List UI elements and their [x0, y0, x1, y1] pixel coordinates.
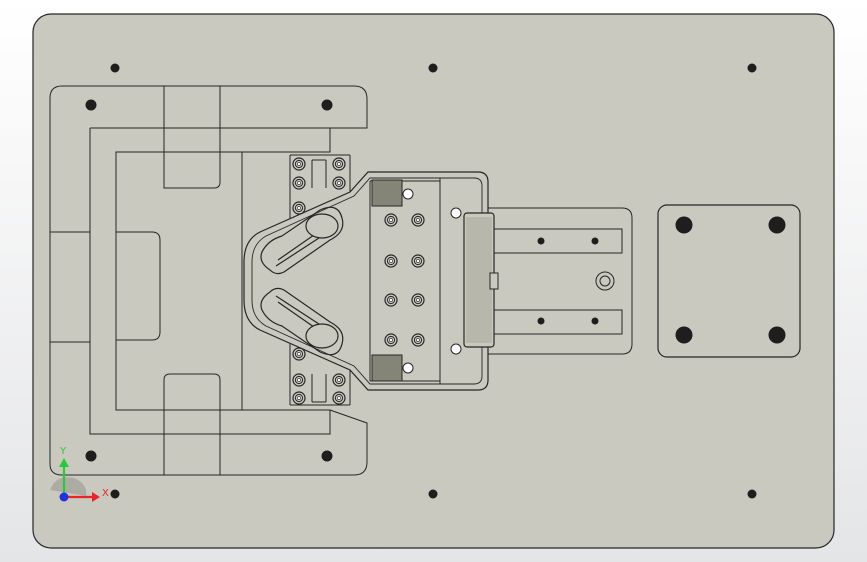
mounting-hole-icon [110, 489, 120, 499]
socket-screw-icon [332, 176, 346, 190]
axis-label-x: X [102, 488, 109, 499]
socket-screw-icon [411, 333, 425, 347]
mounting-hole-icon [747, 489, 757, 499]
socket-screw-icon [411, 254, 425, 268]
gripper-jaw-slots [260, 206, 344, 356]
mounting-hole-icon [428, 63, 438, 73]
socket-screw-icon [292, 157, 306, 171]
mounting-hole-icon [675, 326, 693, 344]
socket-screw-icon [384, 254, 398, 268]
mounting-hole-icon [85, 99, 97, 111]
socket-screw-icon [411, 213, 425, 227]
gripper-body[interactable] [243, 171, 489, 391]
slide-cylinder[interactable] [463, 207, 633, 355]
mounting-hole-icon [321, 99, 333, 111]
finger-pad-top [371, 179, 403, 207]
socket-screw-icon [332, 373, 346, 387]
mounting-hole-icon [110, 63, 120, 73]
socket-screw-icon [292, 391, 306, 405]
mounting-hole-icon [768, 216, 786, 234]
socket-screw-icon [292, 347, 306, 361]
mounting-hole-icon [747, 63, 757, 73]
gripper-finger-pads [371, 179, 462, 382]
finger-pad-bottom [371, 354, 403, 382]
mounting-hole-icon [321, 450, 333, 462]
mounting-hole-icon [675, 216, 693, 234]
socket-screw-icon [332, 157, 346, 171]
socket-screw-icon [292, 201, 306, 215]
axis-label-y: Y [59, 446, 67, 457]
mounting-hole-icon [428, 489, 438, 499]
plate-mounting-holes [110, 63, 757, 499]
socket-screw-icon [292, 373, 306, 387]
socket-screw-icon [411, 293, 425, 307]
socket-screw-icon [332, 391, 346, 405]
socket-screw-icon [384, 333, 398, 347]
right-mounting-block[interactable] [657, 204, 801, 358]
mounting-hole-icon [85, 450, 97, 462]
coordinate-triad: X Y [50, 446, 109, 502]
screw-clamp-slots [311, 159, 327, 403]
socket-screw-icon [292, 176, 306, 190]
socket-screw-icon [384, 293, 398, 307]
fixture-holes [85, 99, 333, 462]
mounting-hole-icon [768, 326, 786, 344]
socket-screw-icon [384, 213, 398, 227]
